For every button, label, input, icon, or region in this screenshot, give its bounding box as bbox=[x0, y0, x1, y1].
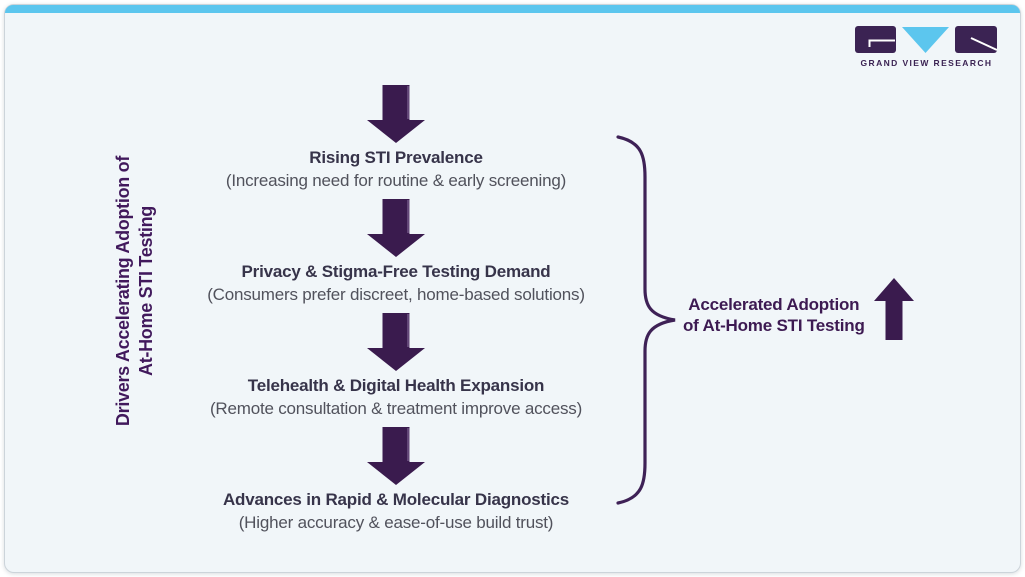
outcome-label: Accelerated Adoption of At-Home STI Test… bbox=[683, 278, 865, 336]
up-arrow-icon bbox=[873, 278, 914, 340]
curly-brace-icon bbox=[616, 135, 676, 505]
drivers-flow: Rising STI Prevalence (Increasing need f… bbox=[180, 85, 612, 541]
driver-subtitle: (Consumers prefer discreet, home-based s… bbox=[207, 285, 585, 304]
down-arrow-icon bbox=[367, 85, 425, 143]
driver-title: Telehealth & Digital Health Expansion bbox=[247, 376, 545, 395]
driver-subtitle: (Higher accuracy & ease-of-use build tru… bbox=[238, 513, 554, 532]
driver-subtitle: (Remote consultation & treatment improve… bbox=[209, 399, 583, 418]
diagram-title-line1: Drivers Accelerating Adoption of bbox=[113, 155, 133, 427]
diagram-title-vertical: Drivers Accelerating Adoption of At-Home… bbox=[112, 126, 160, 456]
driver-subtitle: (Increasing need for routine & early scr… bbox=[225, 171, 567, 190]
outcome-block: Accelerated Adoption of At-Home STI Test… bbox=[683, 278, 914, 340]
down-arrow-icon bbox=[367, 313, 425, 371]
gvr-logo-wordmark: GRAND VIEW RESEARCH bbox=[860, 58, 993, 68]
card-top-accent-bar bbox=[5, 5, 1020, 13]
diagram-title-line2: At-Home STI Testing bbox=[136, 206, 156, 376]
down-arrow-icon bbox=[367, 427, 425, 485]
gvr-logo-icon bbox=[855, 26, 998, 53]
down-arrow-icon bbox=[367, 199, 425, 257]
driver-title: Rising STI Prevalence bbox=[309, 148, 483, 167]
driver-title: Privacy & Stigma-Free Testing Demand bbox=[241, 262, 551, 281]
infographic-card: GRAND VIEW RESEARCH Drivers Accelerating… bbox=[4, 4, 1021, 573]
driver-title: Advances in Rapid & Molecular Diagnostic… bbox=[222, 490, 570, 509]
outcome-line2: of At-Home STI Testing bbox=[683, 316, 865, 335]
gvr-logo: GRAND VIEW RESEARCH bbox=[855, 26, 998, 68]
outcome-line1: Accelerated Adoption bbox=[688, 295, 860, 314]
